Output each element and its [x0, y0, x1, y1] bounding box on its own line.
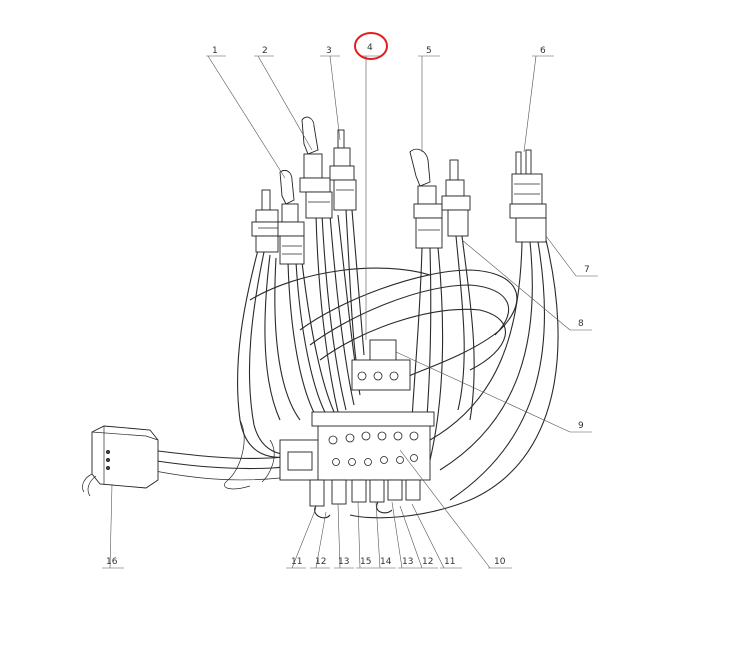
- callout-7: 7: [545, 235, 598, 277]
- callout-label-11b: 11: [444, 557, 455, 567]
- callout-3: 3: [320, 46, 341, 141]
- callout-label-3: 3: [326, 46, 332, 56]
- pilot-joystick-2: [299, 116, 333, 219]
- callout-13-left: 13: [334, 503, 354, 569]
- pilot-valve-6: [509, 149, 547, 243]
- callout-label-12b: 12: [422, 557, 433, 567]
- callout-6: 6: [523, 46, 554, 153]
- pilot-joystick-5: [409, 148, 443, 249]
- callout-label-13a: 13: [338, 557, 349, 567]
- callout-label-12a: 12: [315, 557, 326, 567]
- callout-4: 4: [354, 32, 388, 340]
- callout-16: 16: [102, 483, 124, 569]
- controller-box-16: [82, 425, 159, 497]
- main-valve-block-10: [279, 411, 435, 519]
- callouts: 1 2 3 4 5 6: [102, 32, 598, 569]
- pilot-valve-3: [329, 129, 357, 211]
- hose-bundle: [149, 209, 559, 519]
- callout-15: 15: [356, 501, 376, 569]
- pilot-joystick-left-inner: [277, 169, 305, 265]
- callout-12-left: 12: [310, 511, 330, 569]
- callout-12-right: 12: [399, 505, 438, 569]
- callout-label-5: 5: [426, 46, 432, 56]
- valve-block-9: [351, 339, 411, 391]
- callout-label-9: 9: [578, 421, 584, 431]
- callout-14: 14: [375, 501, 396, 569]
- callout-5: 5: [418, 46, 440, 152]
- callout-11-right: 11: [411, 503, 462, 569]
- callout-10: 10: [399, 449, 512, 569]
- callout-label-16: 16: [106, 557, 118, 567]
- callout-1: 1: [206, 46, 286, 179]
- callout-label-7: 7: [584, 265, 590, 275]
- highlight-circle: [354, 32, 388, 60]
- pilot-valve-8: [441, 159, 471, 237]
- pilot-joystick-left-outer: [251, 189, 283, 253]
- callout-label-15: 15: [360, 557, 371, 567]
- callout-2: 2: [254, 46, 313, 151]
- callout-label-11a: 11: [291, 557, 302, 567]
- callout-11-left: 11: [286, 507, 317, 569]
- callout-8: 8: [461, 239, 592, 331]
- callout-label-4: 4: [367, 43, 373, 53]
- callout-label-6: 6: [540, 46, 546, 56]
- callout-label-10: 10: [494, 557, 506, 567]
- callout-label-2: 2: [262, 46, 268, 56]
- callout-label-14: 14: [380, 557, 392, 567]
- callout-9: 9: [395, 351, 592, 433]
- callout-13-right: 13: [391, 501, 418, 569]
- callout-label-8: 8: [578, 319, 584, 329]
- callout-label-1: 1: [212, 46, 218, 56]
- callout-label-13b: 13: [402, 557, 413, 567]
